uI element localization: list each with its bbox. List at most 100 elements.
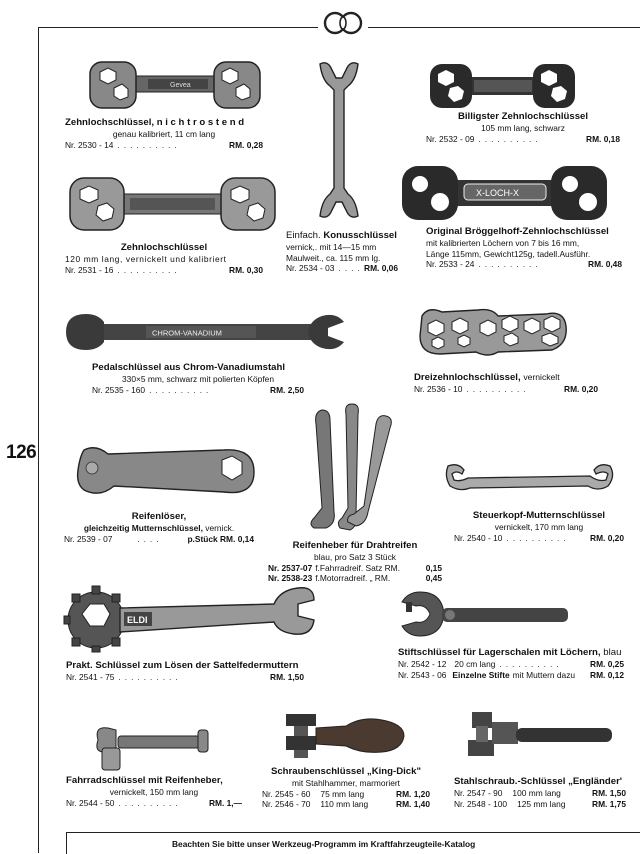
item-2530-desc: genau kalibriert, 11 cm lang xyxy=(112,129,216,139)
dot-leader: .......... xyxy=(466,384,530,394)
cs-monogram-logo-icon xyxy=(318,9,368,37)
item-2533-desc-1: mit kalibrierten Löchern von 7 bis 16 mm… xyxy=(426,238,580,248)
ten-hole-wrench-nickel-icon xyxy=(69,177,276,231)
item-2547-row-text: 100 mm lang xyxy=(512,788,561,798)
item-2539-order-line: Nr. 2539 - 07....p.Stück RM. 0,14 xyxy=(64,534,254,545)
item-2544-price: RM. 1,— xyxy=(208,797,242,808)
item-2547-title: Stahlschraub.-Schlüssel „Engländer' xyxy=(454,776,623,787)
thirteen-hole-wrench-icon xyxy=(419,308,567,356)
item-2537-nr: Nr. 2537-07 xyxy=(268,562,313,573)
item-2534-desc-1: vernick,. mit 14—15 mm xyxy=(286,242,377,252)
bicycle-wrench-with-tire-lever-icon xyxy=(96,727,209,771)
dot-leader: .......... xyxy=(117,264,181,275)
dot-leader: .......... xyxy=(117,139,181,150)
item-2534-price: RM. 0,06 xyxy=(364,263,398,274)
item-2545-title: Schraubenschlüssel „King-Dick" xyxy=(270,766,422,777)
item-2544: Fahrradschlüssel mit Reifenheber, vernic… xyxy=(66,775,242,808)
item-2537-row-text: f.Fahrradreif. Satz RM. xyxy=(315,562,400,573)
item-2545-nr: Nr. 2545 - 60 xyxy=(262,788,311,799)
item-2532-price: RM. 0,18 xyxy=(586,133,620,144)
item-2539-price: p.Stück RM. 0,14 xyxy=(187,533,254,544)
item-2537: Reifenheber für Drahtreifen blau, pro Sa… xyxy=(268,540,442,584)
item-2540-title: Steuerkopf-Mutternschlüssel xyxy=(472,510,606,521)
item-2543-row-text: mit Muttern dazu xyxy=(512,669,576,680)
dot-leader: .......... xyxy=(506,532,570,543)
item-2547: Stahlschraub.-Schlüssel „Engländer' Nr. … xyxy=(454,776,626,809)
item-2531-desc: 120 mm lang, vernickelt und kalibriert xyxy=(65,254,227,264)
item-2534-nr: Nr. 2534 - 03 xyxy=(286,263,335,274)
item-2548-nr: Nr. 2548 - 100 xyxy=(454,798,508,809)
dot-leader: .......... xyxy=(118,797,182,808)
item-2534: Einfach. Konusschlüssel vernick,. mit 14… xyxy=(286,230,398,274)
item-2543-row-text-bold: Einzelne Stifte xyxy=(452,669,510,680)
item-2536: Dreizehnlochschlüssel, vernickelt Nr. 25… xyxy=(414,371,598,395)
item-2533-price: RM. 0,48 xyxy=(588,259,622,270)
item-2541-price: RM. 1,50 xyxy=(270,672,304,682)
item-2542-title-suffix: blau xyxy=(603,647,622,658)
item-2542-title-line: Stiftschlüssel für Lagerschalen mit Löch… xyxy=(398,647,624,659)
pin-spanner-icon xyxy=(401,591,568,637)
item-2541-title: Prakt. Schlüssel zum Lösen der Sattelfed… xyxy=(66,660,299,671)
item-2533-desc-2: Länge 115mm, Gewicht125g, tadell.Ausführ… xyxy=(426,248,591,259)
item-2537-title: Reifenheber für Drahtreifen xyxy=(292,540,418,551)
item-2541-order-line: Nr. 2541 - 75..........RM. 1,50 xyxy=(66,672,304,683)
item-2534-desc-2: Maulweit., ca. 115 mm lg. xyxy=(286,252,381,263)
item-2531-title: Zehnlochschlüssel xyxy=(120,242,208,253)
tool-stamp-2541: ELDI xyxy=(127,615,148,625)
tire-remover-wrench-icon xyxy=(76,447,255,494)
item-2536-order-line: Nr. 2536 - 10..........RM. 0,20 xyxy=(414,384,598,395)
pedal-wrench-chrome-vanadium-icon: CHROM-VANADIUM xyxy=(66,314,344,350)
item-2542-nr: Nr. 2542 - 12 xyxy=(398,659,447,669)
item-2540-order-line: Nr. 2540 - 10.......... RM. 0,20 xyxy=(454,533,624,544)
item-2532-desc: 105 mm lang, schwarz xyxy=(481,123,565,133)
king-dick-wrench-icon xyxy=(286,714,405,758)
ten-hole-wrench-stainless-icon: Gevea xyxy=(89,61,261,109)
item-2534-title-prefix: Einfach. xyxy=(286,230,321,241)
item-2548-price: RM. 1,75 xyxy=(592,798,626,809)
item-2539-title: Reifenlöser, xyxy=(131,511,187,522)
item-2544-order-line: Nr. 2544 - 50.......... RM. 1,— xyxy=(66,798,242,809)
item-2531-price: RM. 0,30 xyxy=(229,264,263,275)
item-2539-desc-bold: gleichzeitig Mutternschlüssel, xyxy=(83,523,203,533)
item-2540-nr: Nr. 2540 - 10 xyxy=(454,532,503,543)
item-2530-order-line: Nr. 2530 - 14..........RM. 0,28 xyxy=(65,140,263,151)
item-2543-nr: Nr. 2543 - 06 xyxy=(398,669,447,680)
english-adjustable-wrench-icon xyxy=(468,712,612,756)
item-2536-title-line: Dreizehnlochschlüssel, vernickelt xyxy=(414,371,598,384)
dot-leader: .......... xyxy=(149,384,213,395)
item-2547-price: RM. 1,50 xyxy=(592,788,626,798)
dot-leader: .......... xyxy=(118,672,182,682)
item-2548-row-text: 125 mm lang xyxy=(517,798,566,809)
item-2537-price: 0,15 xyxy=(425,562,442,573)
item-2546-row-text: 110 mm lang xyxy=(320,799,369,810)
item-2540: Steuerkopf-Mutternschlüssel vernickelt, … xyxy=(454,510,624,543)
item-2545: Schraubenschlüssel „King-Dick" mit Stahl… xyxy=(262,766,430,810)
tire-levers-set-icon xyxy=(310,403,392,531)
dot-leader: .......... xyxy=(478,259,542,270)
item-2534-order-line: Nr. 2534 - 03....RM. 0,06 xyxy=(286,263,398,274)
item-2531-order-line: Nr. 2531 - 16.......... RM. 0,30 xyxy=(65,265,263,276)
item-2542-price: RM. 0,25 xyxy=(590,659,624,669)
item-2538-nr: Nr. 2538-23 xyxy=(268,573,313,584)
item-2535-price: RM. 2,50 xyxy=(270,384,304,395)
item-2536-title-suffix: vernickelt xyxy=(523,372,560,382)
item-2545-desc: mit Stahlhammer, marmoriert xyxy=(292,778,400,788)
item-2533-nr: Nr. 2533 - 24 xyxy=(426,259,475,270)
item-2535-title: Pedalschlüssel aus Chrom-Vanadiumstahl xyxy=(92,362,286,373)
item-2548-row: Nr. 2548 - 100 125 mm lang RM. 1,75 xyxy=(454,799,626,810)
item-2535-order-line: Nr. 2535 - 160..........RM. 2,50 xyxy=(92,385,304,396)
item-2544-nr: Nr. 2544 - 50 xyxy=(66,797,115,808)
item-2535-desc: 330×5 mm, schwarz mit polierten Köpfen xyxy=(122,374,274,384)
item-2531-nr: Nr. 2531 - 16 xyxy=(65,264,114,275)
footer-text: Beachten Sie bitte unser Werkzeug-Progra… xyxy=(172,839,476,849)
item-2538-row-text: f.Motorradreif. „ RM. xyxy=(315,573,391,584)
item-2533: Original Bröggelhoff-Zehnlochschlüssel m… xyxy=(426,226,622,270)
item-2540-price: RM. 0,20 xyxy=(590,532,624,543)
catalog-reference-footer: Beachten Sie bitte unser Werkzeug-Progra… xyxy=(66,832,640,854)
dot-leader: .... xyxy=(338,263,364,274)
